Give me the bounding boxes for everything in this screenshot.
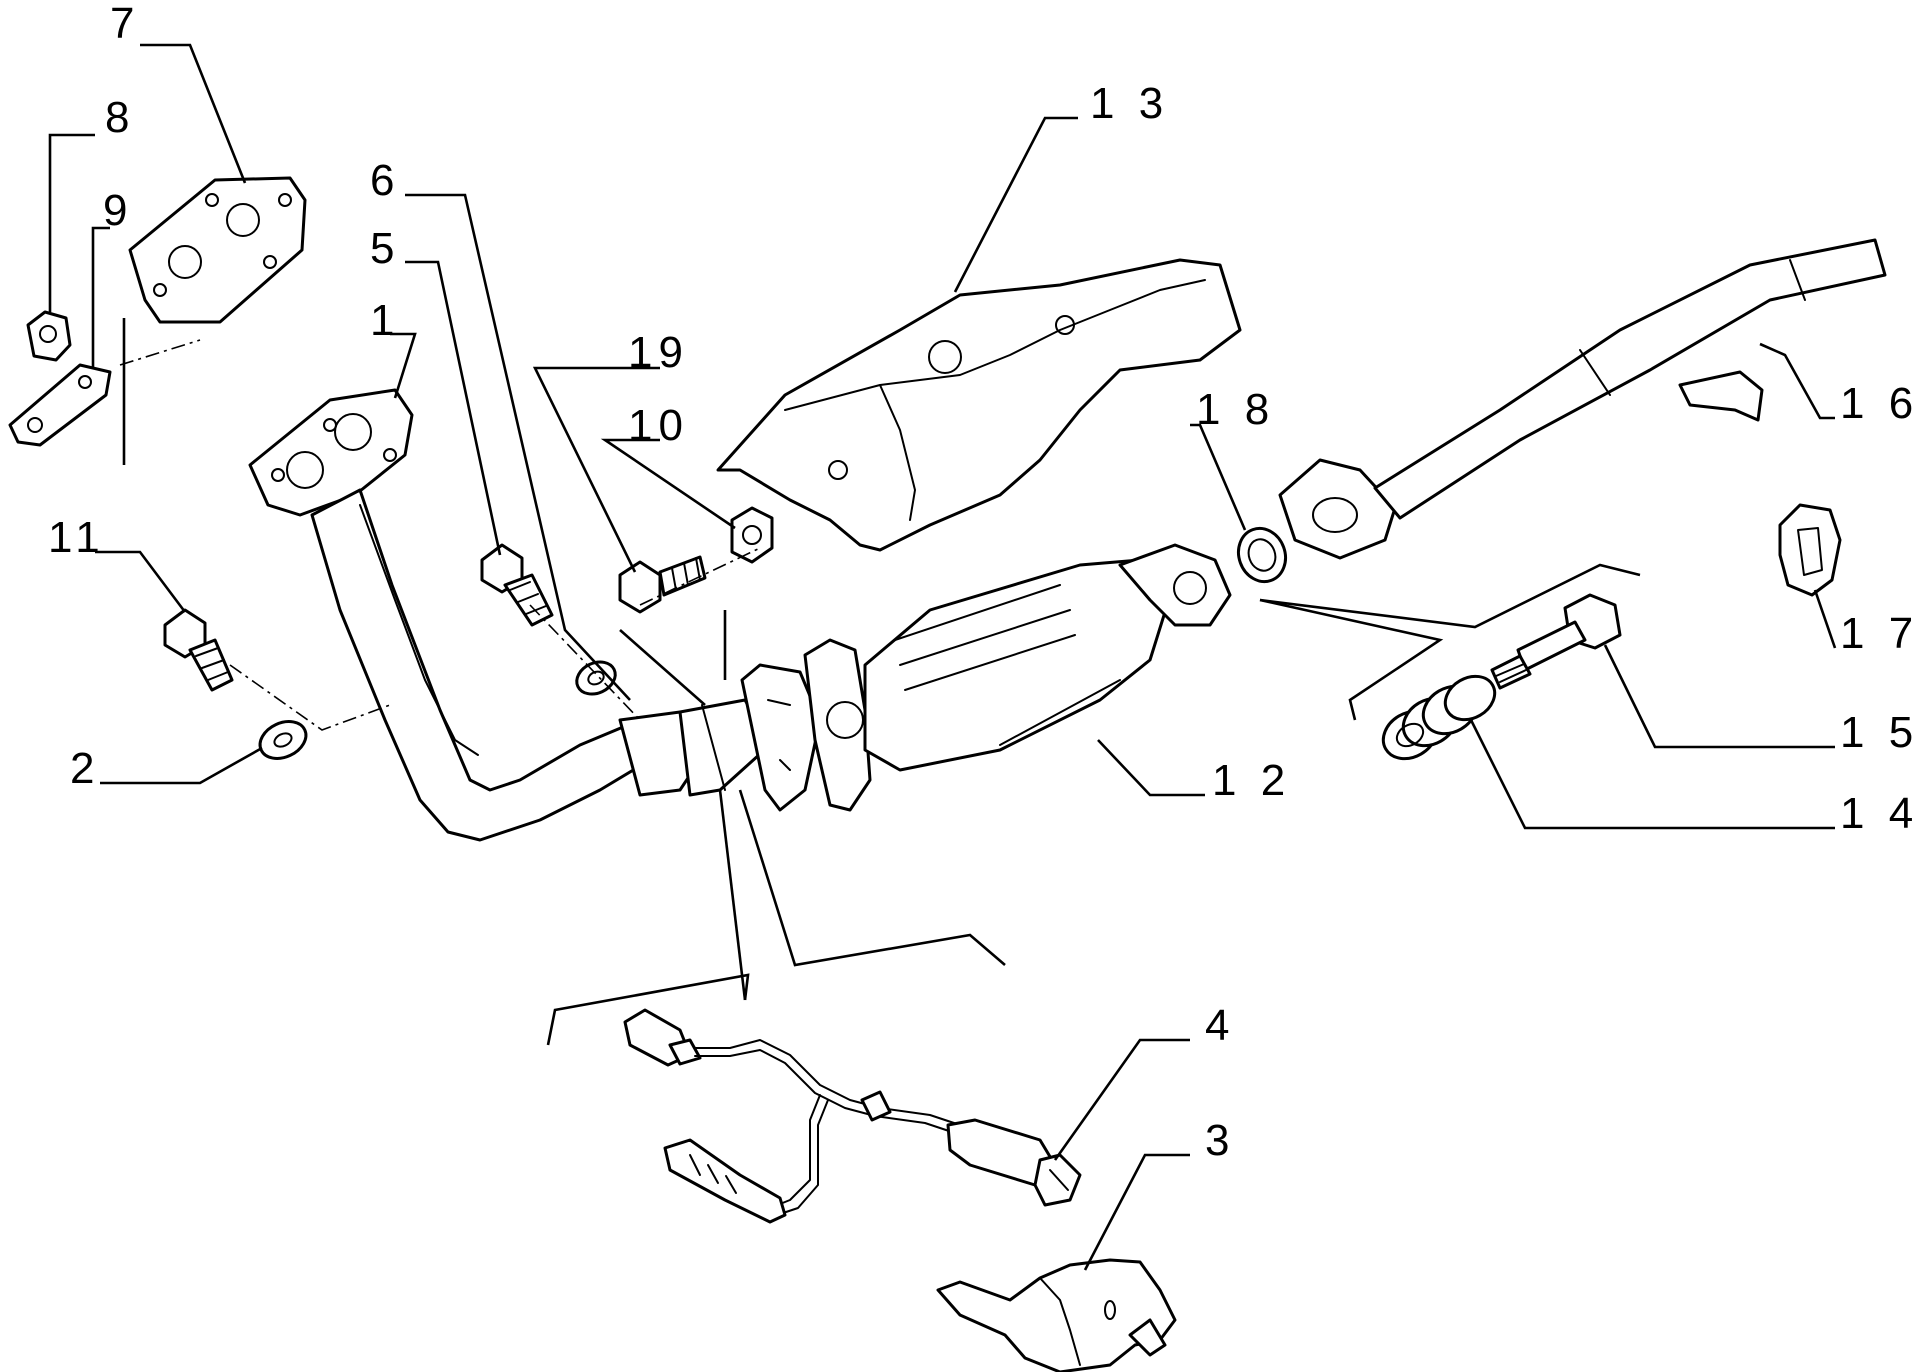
callout-3: 3 <box>1205 1116 1235 1165</box>
leader-8 <box>48 133 95 312</box>
rubber-mount[interactable] <box>1778 503 1842 597</box>
callout-14: 1 4 <box>1840 789 1915 838</box>
callout-6: 6 <box>370 156 400 205</box>
leader-11 <box>95 550 187 613</box>
callout-19: 19 <box>628 328 689 377</box>
callout-10: 10 <box>628 401 689 450</box>
sensor-heat-shield[interactable] <box>936 1258 1177 1372</box>
intermediate-pipe[interactable] <box>1278 238 1887 560</box>
callout-2: 2 <box>70 744 100 793</box>
leader-17 <box>1813 589 1837 649</box>
exhaust-downpipe[interactable] <box>248 388 772 842</box>
leader-7 <box>140 43 247 184</box>
bolt-15[interactable] <box>1490 593 1622 690</box>
gasket-ring[interactable] <box>1231 522 1293 588</box>
leader-2 <box>100 746 263 785</box>
callout-8: 8 <box>105 93 135 142</box>
callout-1: 1 <box>370 296 400 345</box>
leader-18 <box>1190 423 1247 531</box>
callout-13: 1 3 <box>1090 79 1169 128</box>
spring[interactable] <box>1375 668 1503 768</box>
callout-16: 1 6 <box>1840 379 1915 428</box>
leader-16 <box>1759 342 1835 420</box>
washer-6[interactable] <box>572 656 621 700</box>
leader-1 <box>390 332 417 399</box>
callout-5: 5 <box>370 224 400 273</box>
leader-15 <box>1603 644 1835 749</box>
catalytic-converter[interactable] <box>740 543 1232 812</box>
bracket-plate[interactable] <box>8 363 112 447</box>
callout-7: 7 <box>110 0 140 48</box>
leader-10 <box>600 438 736 530</box>
leader-5 <box>405 260 502 556</box>
manifold-gasket[interactable] <box>128 176 307 324</box>
callout-9: 9 <box>103 186 133 235</box>
nut-10[interactable] <box>730 506 774 564</box>
callout-17: 1 7 <box>1840 609 1915 658</box>
callout-12: 1 2 <box>1212 756 1291 805</box>
leader-3 <box>1083 1153 1190 1271</box>
leader-4 <box>1053 1038 1190 1161</box>
leader-19 <box>532 366 660 573</box>
callout-11: 11 <box>48 513 106 562</box>
washer-2[interactable] <box>254 714 312 765</box>
callout-4: 4 <box>1205 1001 1235 1050</box>
heat-shield[interactable] <box>716 258 1242 552</box>
callout-18: 1 8 <box>1196 385 1275 434</box>
nut-small[interactable] <box>26 310 72 362</box>
leader-13 <box>953 116 1078 293</box>
bolt-11[interactable] <box>163 608 234 692</box>
leader-12 <box>1097 739 1205 797</box>
callout-15: 1 5 <box>1840 708 1915 757</box>
leader-14 <box>1468 717 1835 830</box>
leader-9 <box>91 226 110 368</box>
leader-6 <box>405 193 631 701</box>
bolt-5[interactable] <box>480 543 554 627</box>
lambda-sensor[interactable] <box>623 1008 1082 1224</box>
